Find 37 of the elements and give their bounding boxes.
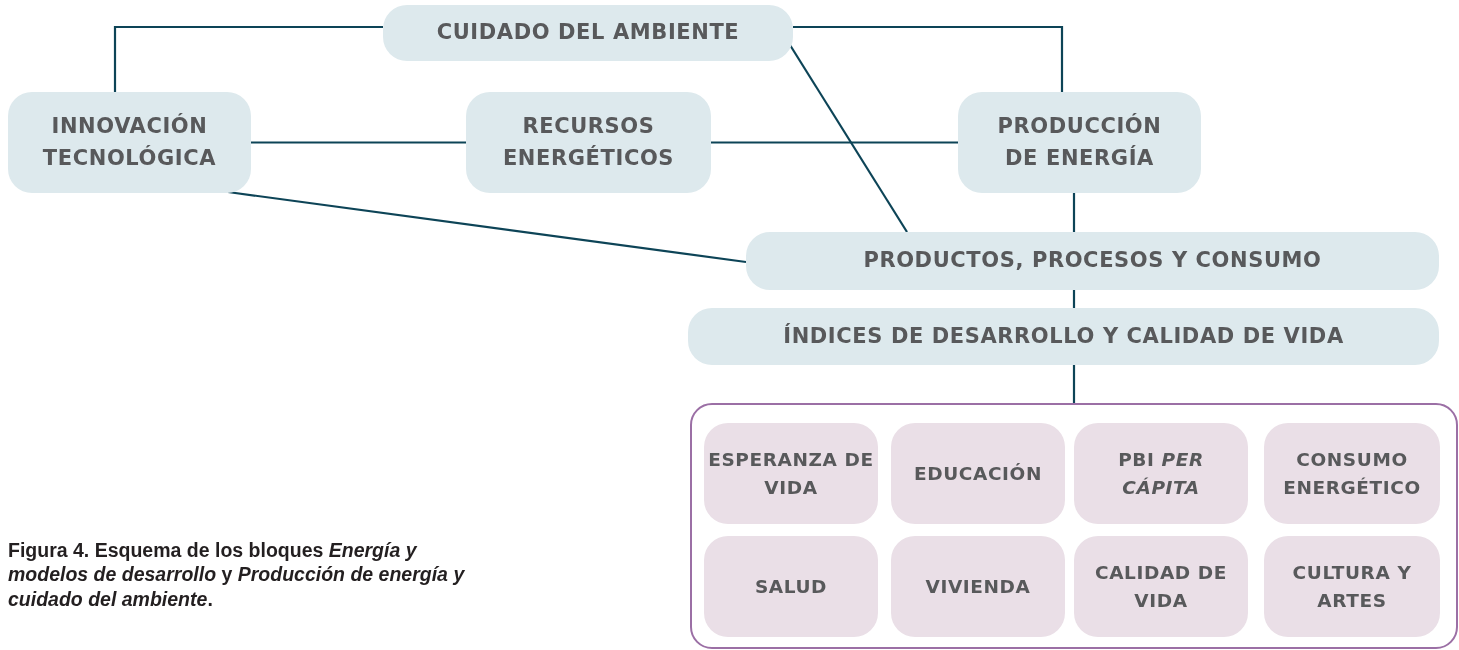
group-frame [690, 403, 1458, 649]
connector-line [1072, 365, 1076, 403]
connector-line [113, 25, 383, 92]
node-label: SALUD [753, 574, 829, 599]
node-label: CONSUMO ENERGÉTICO [1282, 447, 1422, 500]
concept-box [704, 423, 878, 524]
node-label: CUIDADO DEL AMBIENTE [435, 19, 741, 47]
concept-box [891, 536, 1065, 637]
node-label: VIVIENDA [924, 574, 1032, 599]
node-label: ÍNDICES DE DESARROLLO Y CALIDAD DE VIDA [782, 322, 1345, 350]
node-label: CALIDAD DE VIDA [1094, 560, 1228, 613]
node-label: PBI PER CÁPITA [1117, 447, 1205, 500]
concept-box [8, 92, 251, 193]
concept-box [746, 232, 1439, 290]
concept-box [383, 5, 793, 61]
concept-box [466, 92, 711, 193]
node-label: PRODUCCIÓN DE ENERGÍA [996, 112, 1163, 172]
node-label: PRODUCTOS, PROCESOS Y CONSUMO [862, 247, 1323, 275]
concept-box [704, 536, 878, 637]
node-label: INNOVACIÓN TECNOLÓGICA [41, 112, 218, 172]
connector-line [711, 141, 958, 144]
figure-caption: Figura 4. Esquema de los bloques Energía y modelos de desarrollo y Producción de energía y cuidado del ambiente. [8, 538, 466, 612]
concept-box [1074, 536, 1248, 637]
node-label: CULTURA Y ARTES [1291, 560, 1413, 613]
connector-line [793, 25, 1064, 92]
concept-box [958, 92, 1201, 193]
concept-box [688, 308, 1439, 365]
concept-box [1264, 536, 1440, 637]
concept-box [1074, 423, 1248, 524]
node-label: RECURSOS ENERGÉTICOS [501, 113, 676, 172]
concept-box [1264, 423, 1440, 524]
connector-line [1072, 290, 1076, 308]
connector-line [251, 141, 466, 144]
concept-box [891, 423, 1065, 524]
connector-line [1072, 193, 1076, 232]
node-label: EDUCACIÓN [913, 461, 1043, 486]
node-label: ESPERANZA DE VIDA [707, 447, 875, 500]
